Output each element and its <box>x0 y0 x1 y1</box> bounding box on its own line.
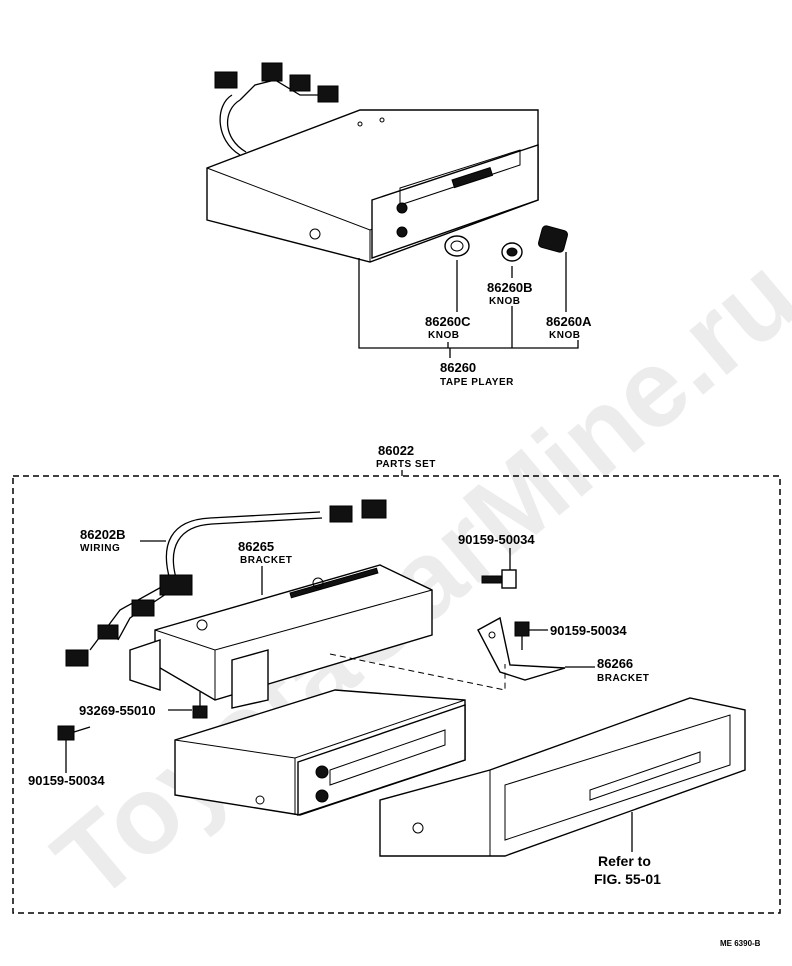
parts-set-part-number: 86022 <box>378 443 414 458</box>
knob-b-name: KNOB <box>489 296 520 307</box>
knob-a-name: KNOB <box>549 330 580 341</box>
tape-player-illustration <box>206 62 569 263</box>
bracket-side-name: BRACKET <box>597 673 649 684</box>
screw-left-illustration <box>57 725 91 741</box>
wiring-part-number: 86202B <box>80 527 126 542</box>
footer-code: ME 6390-B <box>720 939 761 948</box>
bracket-main-name: BRACKET <box>240 555 292 566</box>
screw-mid-part-number: 90159-50034 <box>550 623 627 638</box>
wiring-name: WIRING <box>80 543 120 554</box>
tape-player-name: TAPE PLAYER <box>440 377 514 388</box>
refer-text-line1: Refer to <box>598 853 651 869</box>
parts-set-boundary <box>12 475 781 914</box>
bracket-main-illustration <box>129 564 433 709</box>
knob-c-name: KNOB <box>428 330 459 341</box>
bracket-main-part-number: 86265 <box>238 539 274 554</box>
bracket-side-part-number: 86266 <box>597 656 633 671</box>
knob-b-illustration <box>501 242 523 262</box>
screw-mid-illustration <box>514 621 530 650</box>
refer-text-line2: FIG. 55-01 <box>594 871 661 887</box>
audio-unit-illustration <box>174 689 466 816</box>
screw-left-part-number: 90159-50034 <box>28 773 105 788</box>
screw-top-part-number: 90159-50034 <box>458 532 535 547</box>
wiring-illustration <box>65 499 387 667</box>
bolt-part-number: 93269-55010 <box>79 703 156 718</box>
tape-player-part-number: 86260 <box>440 360 476 375</box>
knob-c-part-number: 86260C <box>425 314 471 329</box>
tape-player-bracket-line <box>358 258 579 349</box>
knob-b-part-number: 86260B <box>487 280 533 295</box>
bolt-illustration <box>192 692 208 719</box>
screw-top-illustration <box>481 569 517 589</box>
knob-a-part-number: 86260A <box>546 314 592 329</box>
knob-c-illustration <box>444 235 470 257</box>
parts-set-name: PARTS SET <box>376 459 436 470</box>
bracket-side-illustration <box>477 616 566 681</box>
knob-a-illustration <box>537 225 569 253</box>
bezel-illustration <box>379 697 746 857</box>
